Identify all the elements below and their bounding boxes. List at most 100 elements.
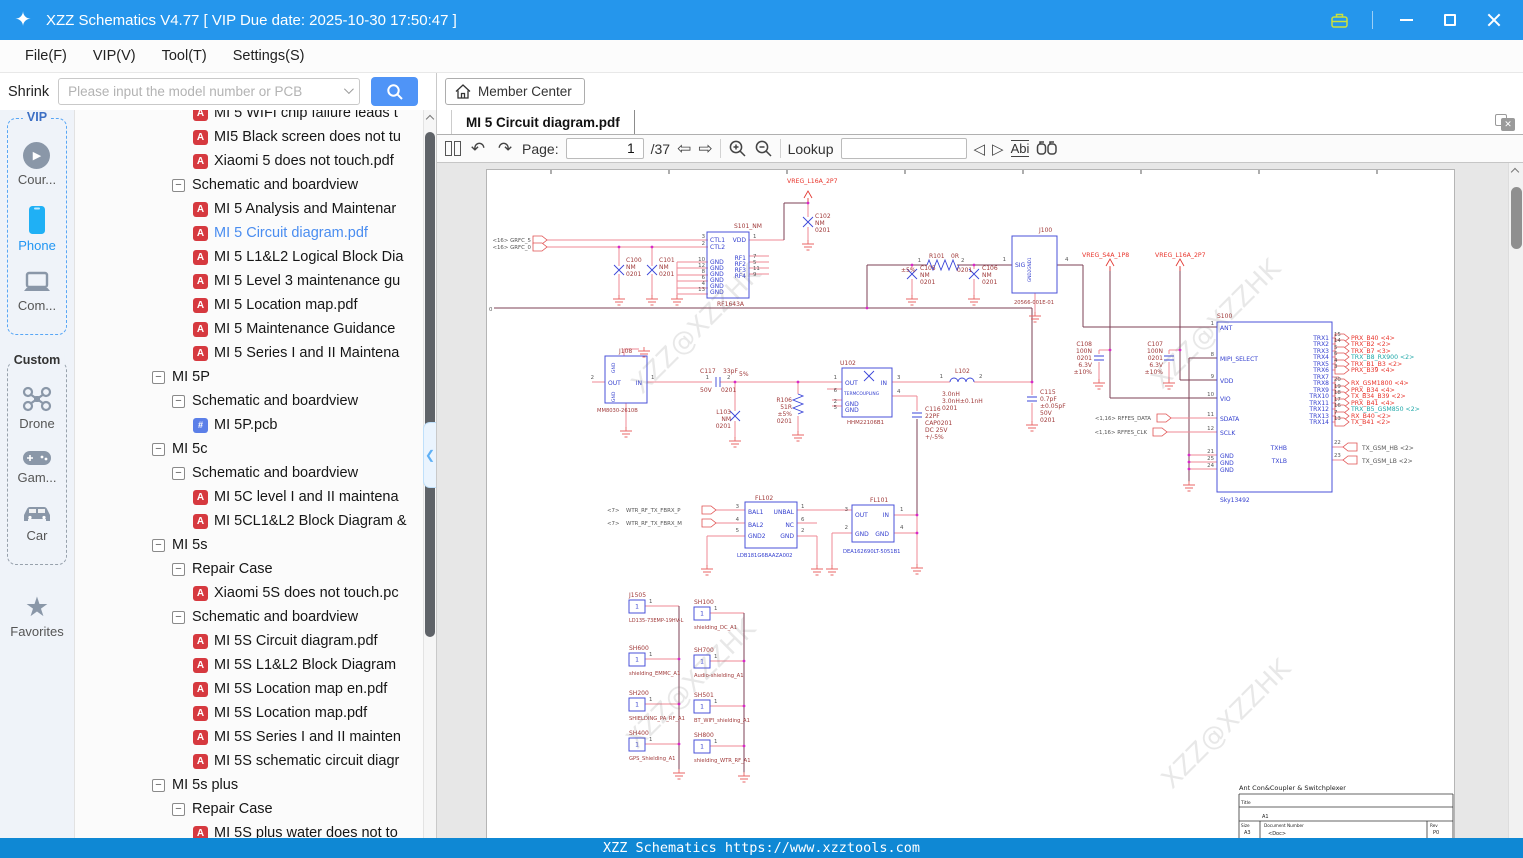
lookup-input[interactable] xyxy=(840,138,967,159)
find-next-icon[interactable]: ▷ xyxy=(992,140,1004,158)
svg-text:1: 1 xyxy=(714,699,717,705)
pdf-file-icon: A xyxy=(193,129,208,145)
tree-branch[interactable]: −MI 5s xyxy=(75,533,436,557)
briefcase-icon[interactable] xyxy=(1328,9,1350,31)
zoom-out-icon[interactable] xyxy=(754,138,773,160)
collapse-icon[interactable]: − xyxy=(152,370,165,384)
tree-branch[interactable]: −Schematic and boardview xyxy=(75,389,436,413)
tree-scrollbar-thumb[interactable] xyxy=(425,132,435,637)
rotate-right-icon[interactable]: ↷ xyxy=(497,138,513,158)
close-button[interactable] xyxy=(1483,9,1505,31)
rail-item-favorites[interactable]: ★ Favorites xyxy=(10,592,64,639)
tree-branch[interactable]: −MI 5s plus xyxy=(75,773,436,797)
close-all-tabs-icon[interactable]: ✕ xyxy=(1495,113,1515,131)
search-button[interactable] xyxy=(371,77,419,106)
shrink-button[interactable]: Shrink xyxy=(8,83,50,100)
svg-text:1: 1 xyxy=(1003,257,1006,263)
model-search-input[interactable] xyxy=(58,78,361,105)
zoom-in-icon[interactable] xyxy=(728,138,747,160)
rail-item-game[interactable]: Gam... xyxy=(17,449,57,485)
tree-branch[interactable]: −MI 5P xyxy=(75,365,436,389)
match-case-toggle[interactable]: Abi xyxy=(1010,140,1030,157)
rail-item-drone[interactable]: Drone xyxy=(19,385,55,431)
collapse-icon[interactable]: − xyxy=(172,394,185,408)
whole-word-icon[interactable] xyxy=(1036,138,1058,160)
rail-item-car[interactable]: Car xyxy=(21,503,53,543)
collapse-icon[interactable]: − xyxy=(152,778,165,792)
collapse-icon[interactable]: − xyxy=(172,466,185,480)
find-previous-icon[interactable]: ◁ xyxy=(973,140,986,158)
scroll-up-icon[interactable] xyxy=(425,114,435,124)
collapse-icon[interactable]: − xyxy=(172,610,185,624)
svg-text:DC 25V: DC 25V xyxy=(925,427,948,434)
rail-item-computer[interactable]: Com... xyxy=(18,271,56,313)
tree-item-label: Repair Case xyxy=(192,801,273,817)
two-page-view-icon[interactable] xyxy=(445,138,461,160)
viewer-scroll-up-icon[interactable] xyxy=(1510,167,1520,177)
menu-settings[interactable]: Settings(S) xyxy=(232,48,305,64)
tree-branch[interactable]: −Schematic and boardview xyxy=(75,173,436,197)
tree-branch[interactable]: −Schematic and boardview xyxy=(75,461,436,485)
next-page-icon[interactable]: ⇨ xyxy=(698,138,713,158)
tree-branch[interactable]: −Schematic and boardview xyxy=(75,605,436,629)
collapse-icon[interactable]: − xyxy=(172,178,185,192)
maximize-button[interactable] xyxy=(1439,9,1461,31)
rail-item-phone[interactable]: Phone xyxy=(18,205,56,253)
menu-vip[interactable]: VIP(V) xyxy=(92,48,136,64)
panel-collapse-handle[interactable]: ❮ xyxy=(423,422,436,488)
collapse-icon[interactable]: − xyxy=(172,562,185,576)
svg-text:0201: 0201 xyxy=(982,279,997,286)
svg-text:A3: A3 xyxy=(1244,830,1251,836)
svg-text:100N: 100N xyxy=(1147,348,1163,355)
menu-file[interactable]: File(F) xyxy=(25,48,67,64)
collapse-icon[interactable]: − xyxy=(152,538,165,552)
rotate-left-icon[interactable]: ↶ xyxy=(470,138,486,158)
rail-item-course[interactable]: ▶ Cour... xyxy=(18,142,56,187)
svg-text:PRX_B41 <4>: PRX_B41 <4> xyxy=(1351,400,1395,407)
svg-text:PRX_B34 <4>: PRX_B34 <4> xyxy=(1351,387,1395,394)
status-bar: XZZ Schematics https://www.xzztools.com xyxy=(0,838,1523,858)
page-number-input[interactable] xyxy=(565,138,644,159)
member-center-button[interactable]: Member Center xyxy=(445,78,585,105)
viewer-scrollbar[interactable] xyxy=(1508,163,1523,838)
tree-branch[interactable]: −MI 5c xyxy=(75,437,436,461)
minimize-button[interactable] xyxy=(1395,9,1417,31)
collapse-icon[interactable]: − xyxy=(172,802,185,816)
tree-branch[interactable]: −Repair Case xyxy=(75,557,436,581)
menu-tool[interactable]: Tool(T) xyxy=(161,48,207,64)
previous-page-icon[interactable]: ⇦ xyxy=(677,138,692,158)
tree-item-label: MI 5CL1&L2 Block Diagram & xyxy=(214,513,407,529)
tree-branch[interactable]: −Repair Case xyxy=(75,797,436,821)
tab-mi5-circuit-diagram[interactable]: MI 5 Circuit diagram.pdf xyxy=(451,110,635,134)
collapse-icon[interactable]: − xyxy=(152,442,165,456)
svg-text:1: 1 xyxy=(635,657,639,664)
tree-item[interactable]: #MI 5P.pcb xyxy=(75,413,436,437)
viewer-scrollbar-thumb[interactable] xyxy=(1511,187,1522,249)
pdf-file-icon: A xyxy=(193,681,208,697)
svg-text:NM: NM xyxy=(626,264,636,271)
svg-text:TERMCOUPLING: TERMCOUPLING xyxy=(843,391,880,397)
svg-text:13: 13 xyxy=(1334,416,1341,422)
tree-item-label: MI 5S Location map.pdf xyxy=(214,705,368,721)
